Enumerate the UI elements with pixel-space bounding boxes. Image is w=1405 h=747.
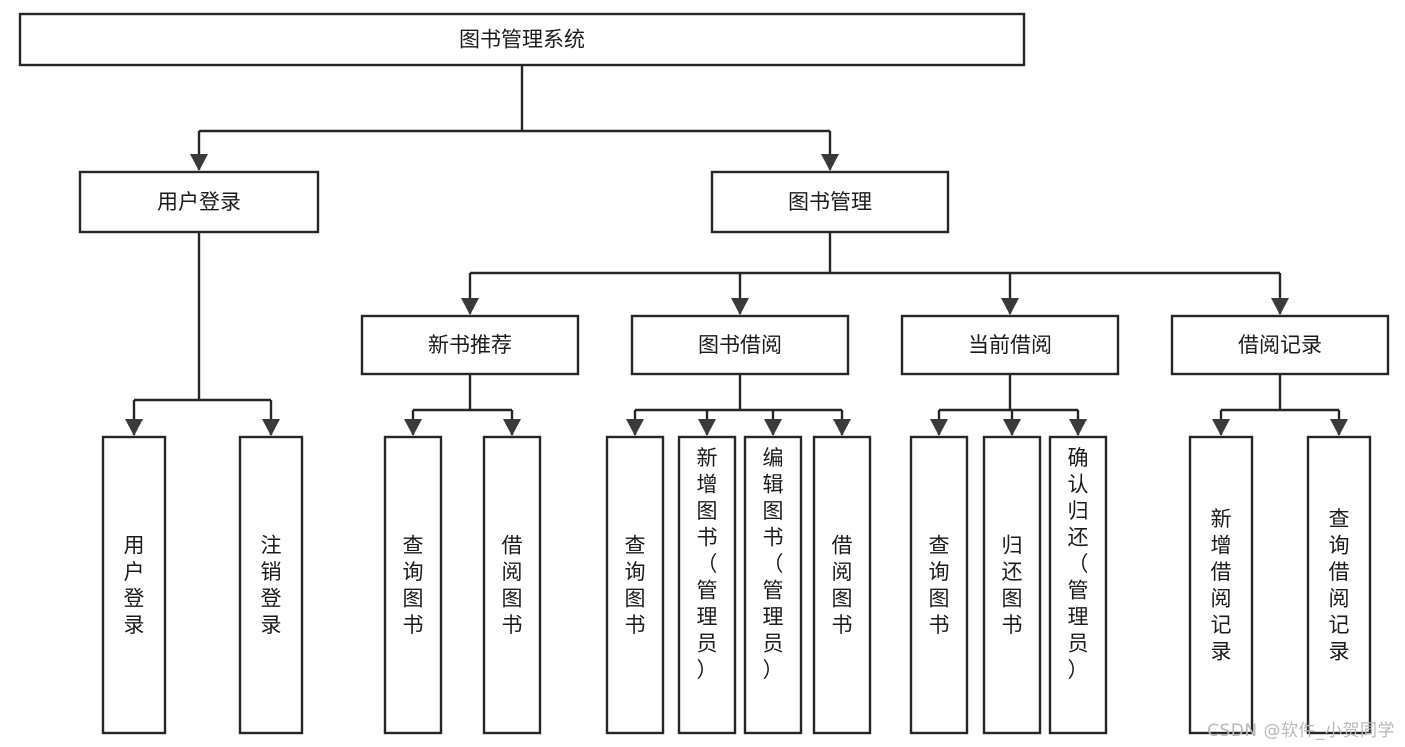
node-root[interactable]: 图书管理系统 xyxy=(18,12,1026,67)
node-box-leaf-user-login[interactable] xyxy=(101,435,167,735)
node-leaf-query-book-1[interactable]: 查询图书 xyxy=(383,435,443,735)
node-leaf-borrow-book-1[interactable]: 借阅图书 xyxy=(482,435,542,735)
node-leaf-query-book-2[interactable]: 查询图书 xyxy=(605,435,665,735)
connector-layer xyxy=(125,65,1348,436)
node-label-leaf-logout: 注销登录 xyxy=(261,534,282,638)
node-leaf-user-login[interactable]: 用户登录 xyxy=(101,435,167,735)
node-box-new-book-recommend[interactable] xyxy=(360,314,580,376)
node-label-leaf-add-book: 新增图书（管理员） xyxy=(697,446,718,682)
node-label-borrow-record: 借阅记录 xyxy=(1238,333,1322,357)
node-borrow-record[interactable]: 借阅记录 xyxy=(1170,314,1390,376)
node-label-root: 图书管理系统 xyxy=(459,28,585,52)
node-label-current-borrow: 当前借阅 xyxy=(968,333,1052,357)
node-box-user-login[interactable] xyxy=(78,170,320,234)
node-leaf-edit-book[interactable]: 编辑图书（管理员） xyxy=(743,435,803,735)
node-label-leaf-query-book-2: 查询图书 xyxy=(625,534,646,638)
node-box-borrow-record[interactable] xyxy=(1170,314,1390,376)
node-leaf-return-book[interactable]: 归还图书 xyxy=(982,435,1042,735)
node-box-leaf-add-record[interactable] xyxy=(1188,435,1254,735)
node-box-leaf-confirm-return[interactable] xyxy=(1048,435,1108,735)
node-box-book-borrow[interactable] xyxy=(630,314,850,376)
node-label-leaf-confirm-return: 确认归还（管理员） xyxy=(1068,446,1089,682)
node-label-book-management: 图书管理 xyxy=(788,190,872,214)
node-label-leaf-user-login: 用户登录 xyxy=(124,534,145,638)
node-box-leaf-edit-book[interactable] xyxy=(743,435,803,735)
node-box-leaf-add-book[interactable] xyxy=(677,435,737,735)
node-box-current-borrow[interactable] xyxy=(900,314,1120,376)
node-label-leaf-query-book-3: 查询图书 xyxy=(929,534,950,638)
node-box-leaf-query-book-2[interactable] xyxy=(605,435,665,735)
node-box-leaf-borrow-book-2[interactable] xyxy=(812,435,872,735)
node-box-leaf-logout[interactable] xyxy=(238,435,304,735)
node-layer: 图书管理系统用户登录图书管理新书推荐图书借阅当前借阅借阅记录用户登录注销登录查询… xyxy=(18,12,1390,735)
node-leaf-confirm-return[interactable]: 确认归还（管理员） xyxy=(1048,435,1108,735)
node-box-book-management[interactable] xyxy=(710,170,950,234)
node-box-leaf-query-book-3[interactable] xyxy=(909,435,969,735)
node-box-root[interactable] xyxy=(18,12,1026,67)
node-label-leaf-borrow-book-2: 借阅图书 xyxy=(832,534,853,638)
node-leaf-add-record[interactable]: 新增借阅记录 xyxy=(1188,435,1254,735)
node-label-leaf-borrow-book-1: 借阅图书 xyxy=(502,534,523,638)
node-box-leaf-return-book[interactable] xyxy=(982,435,1042,735)
node-leaf-borrow-book-2[interactable]: 借阅图书 xyxy=(812,435,872,735)
node-label-user-login: 用户登录 xyxy=(157,190,241,214)
node-box-leaf-query-book-1[interactable] xyxy=(383,435,443,735)
node-label-leaf-query-book-1: 查询图书 xyxy=(403,534,424,638)
node-current-borrow[interactable]: 当前借阅 xyxy=(900,314,1120,376)
node-book-borrow[interactable]: 图书借阅 xyxy=(630,314,850,376)
node-label-leaf-edit-book: 编辑图书（管理员） xyxy=(763,446,784,682)
node-label-leaf-return-book: 归还图书 xyxy=(1002,534,1023,638)
node-leaf-logout[interactable]: 注销登录 xyxy=(238,435,304,735)
node-label-new-book-recommend: 新书推荐 xyxy=(428,333,512,357)
node-user-login[interactable]: 用户登录 xyxy=(78,170,320,234)
node-box-leaf-borrow-book-1[interactable] xyxy=(482,435,542,735)
node-new-book-recommend[interactable]: 新书推荐 xyxy=(360,314,580,376)
watermark-text: CSDN @软件_小贺同学 xyxy=(1207,721,1395,741)
node-label-leaf-query-record: 查询借阅记录 xyxy=(1329,507,1350,664)
node-label-leaf-add-record: 新增借阅记录 xyxy=(1211,507,1232,664)
node-leaf-query-record[interactable]: 查询借阅记录 xyxy=(1306,435,1372,735)
node-box-leaf-query-record[interactable] xyxy=(1306,435,1372,735)
node-leaf-add-book[interactable]: 新增图书（管理员） xyxy=(677,435,737,735)
node-leaf-query-book-3[interactable]: 查询图书 xyxy=(909,435,969,735)
node-label-book-borrow: 图书借阅 xyxy=(698,333,782,357)
node-book-management[interactable]: 图书管理 xyxy=(710,170,950,234)
